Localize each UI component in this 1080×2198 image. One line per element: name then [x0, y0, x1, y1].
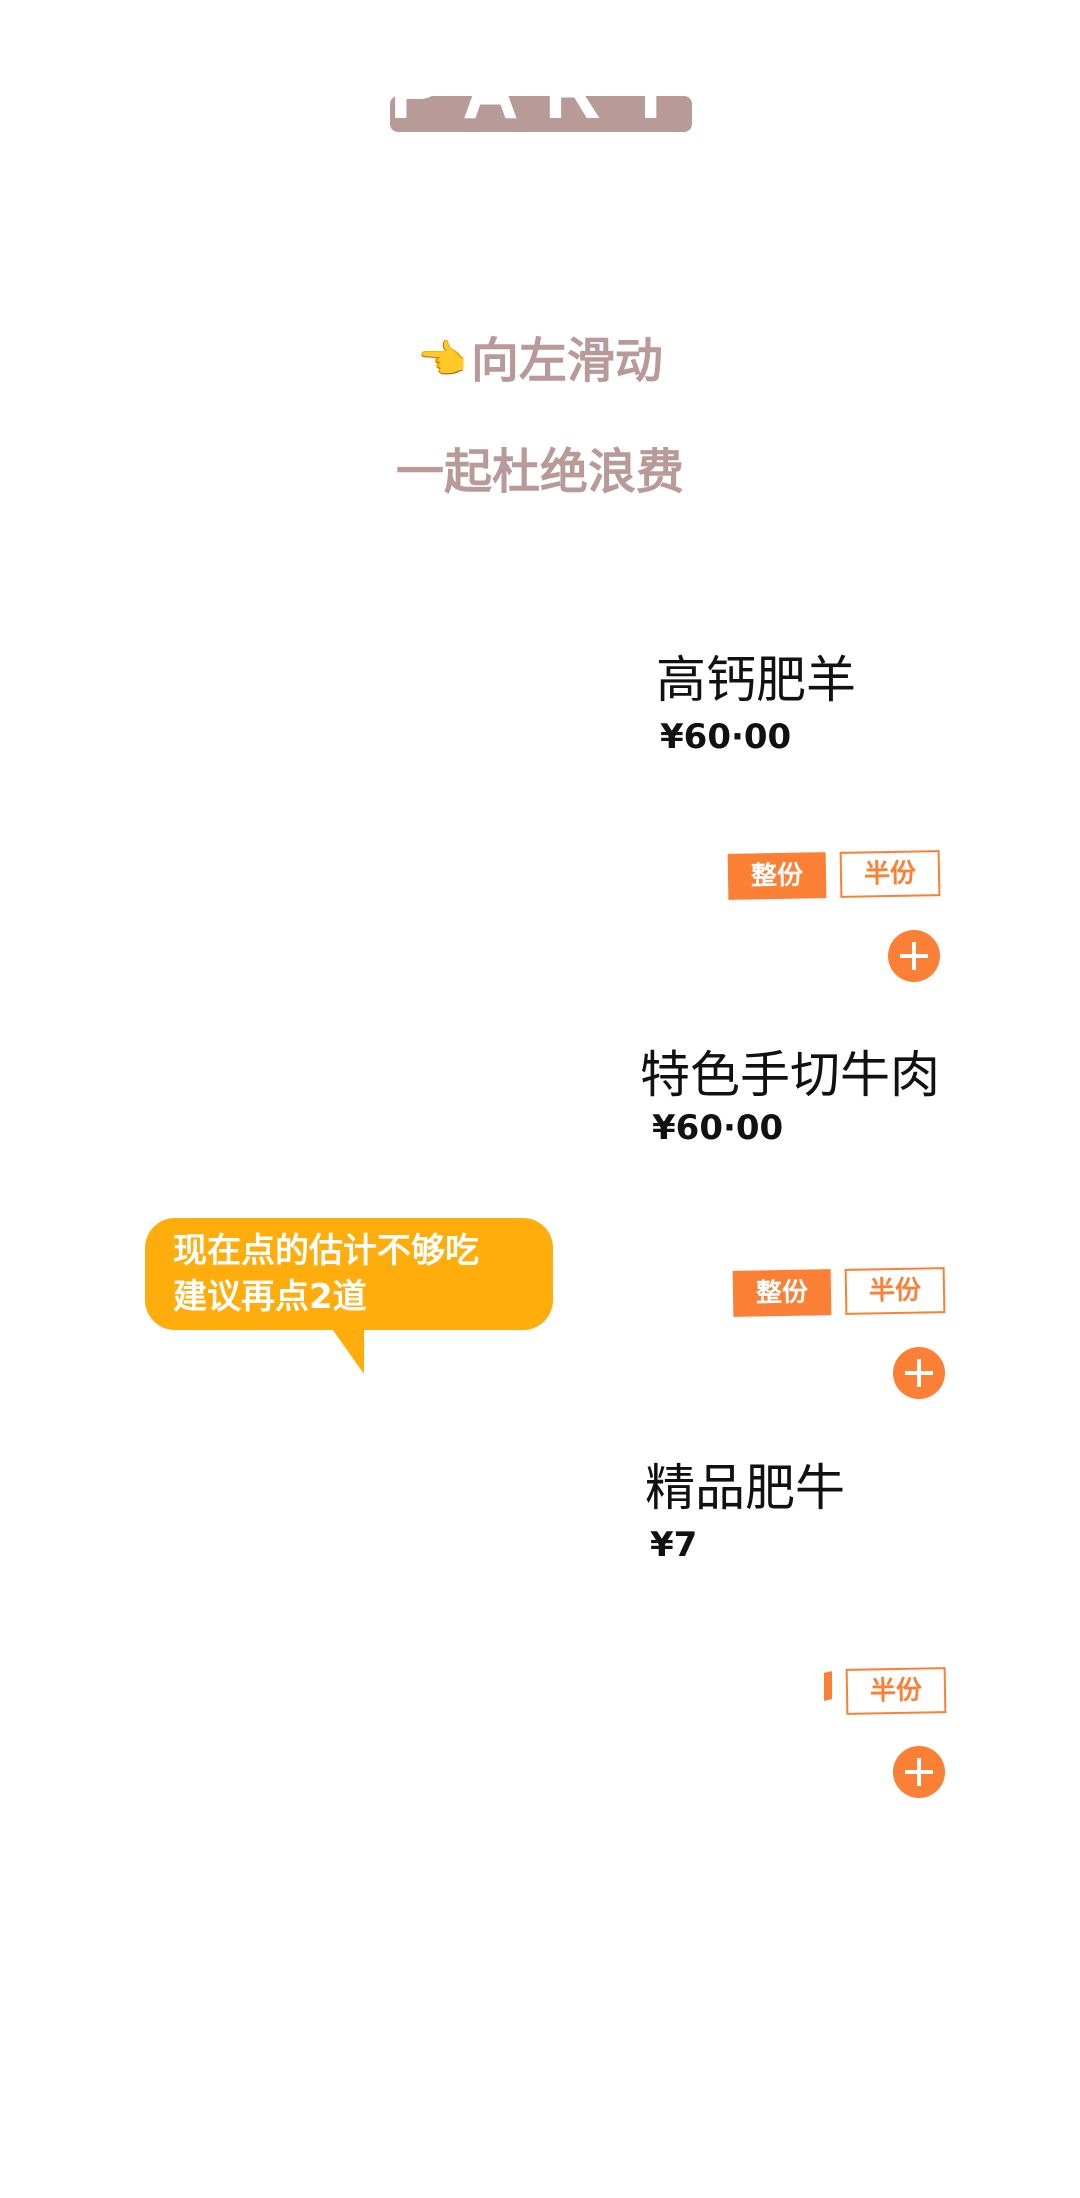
- pointing-hand-icon: 👈: [417, 337, 467, 383]
- suggestion-text: 现在点的估计不够吃 建议再点2道: [173, 1228, 479, 1320]
- dish-price: ¥60·00: [652, 1108, 784, 1148]
- whole-portion-button[interactable]: 整份: [732, 1269, 832, 1317]
- half-portion-button[interactable]: 半份: [844, 1267, 946, 1315]
- part-banner-text: PART 3: [390, 96, 692, 132]
- slogan: 一起杜绝浪费: [395, 444, 684, 500]
- dish-name: 特色手切牛肉: [640, 1046, 940, 1104]
- dish-price: ¥60·00: [660, 717, 792, 757]
- whole-portion-button[interactable]: 整份: [727, 852, 827, 900]
- add-icon[interactable]: [893, 1347, 945, 1399]
- half-portion-button[interactable]: 半份: [839, 850, 941, 898]
- dish-name: 高钙肥羊: [656, 651, 856, 709]
- half-portion-button[interactable]: 半份: [845, 1667, 947, 1715]
- part-banner: PART 3: [390, 96, 692, 132]
- add-icon[interactable]: [893, 1746, 945, 1798]
- swipe-hint-text: 向左滑动: [470, 333, 663, 389]
- suggestion-line-2: 建议再点2道: [173, 1277, 367, 1317]
- add-icon[interactable]: [888, 930, 940, 982]
- whole-portion-button-fragment: [824, 1671, 832, 1701]
- suggestion-bubble-tail: [330, 1326, 364, 1374]
- dish-name: 精品肥牛: [645, 1459, 845, 1517]
- dish-price: ¥7: [650, 1525, 698, 1565]
- suggestion-bubble: 现在点的估计不够吃 建议再点2道: [145, 1218, 553, 1330]
- swipe-hint: 👈向左滑动: [0, 330, 1080, 391]
- suggestion-line-1: 现在点的估计不够吃: [173, 1231, 479, 1271]
